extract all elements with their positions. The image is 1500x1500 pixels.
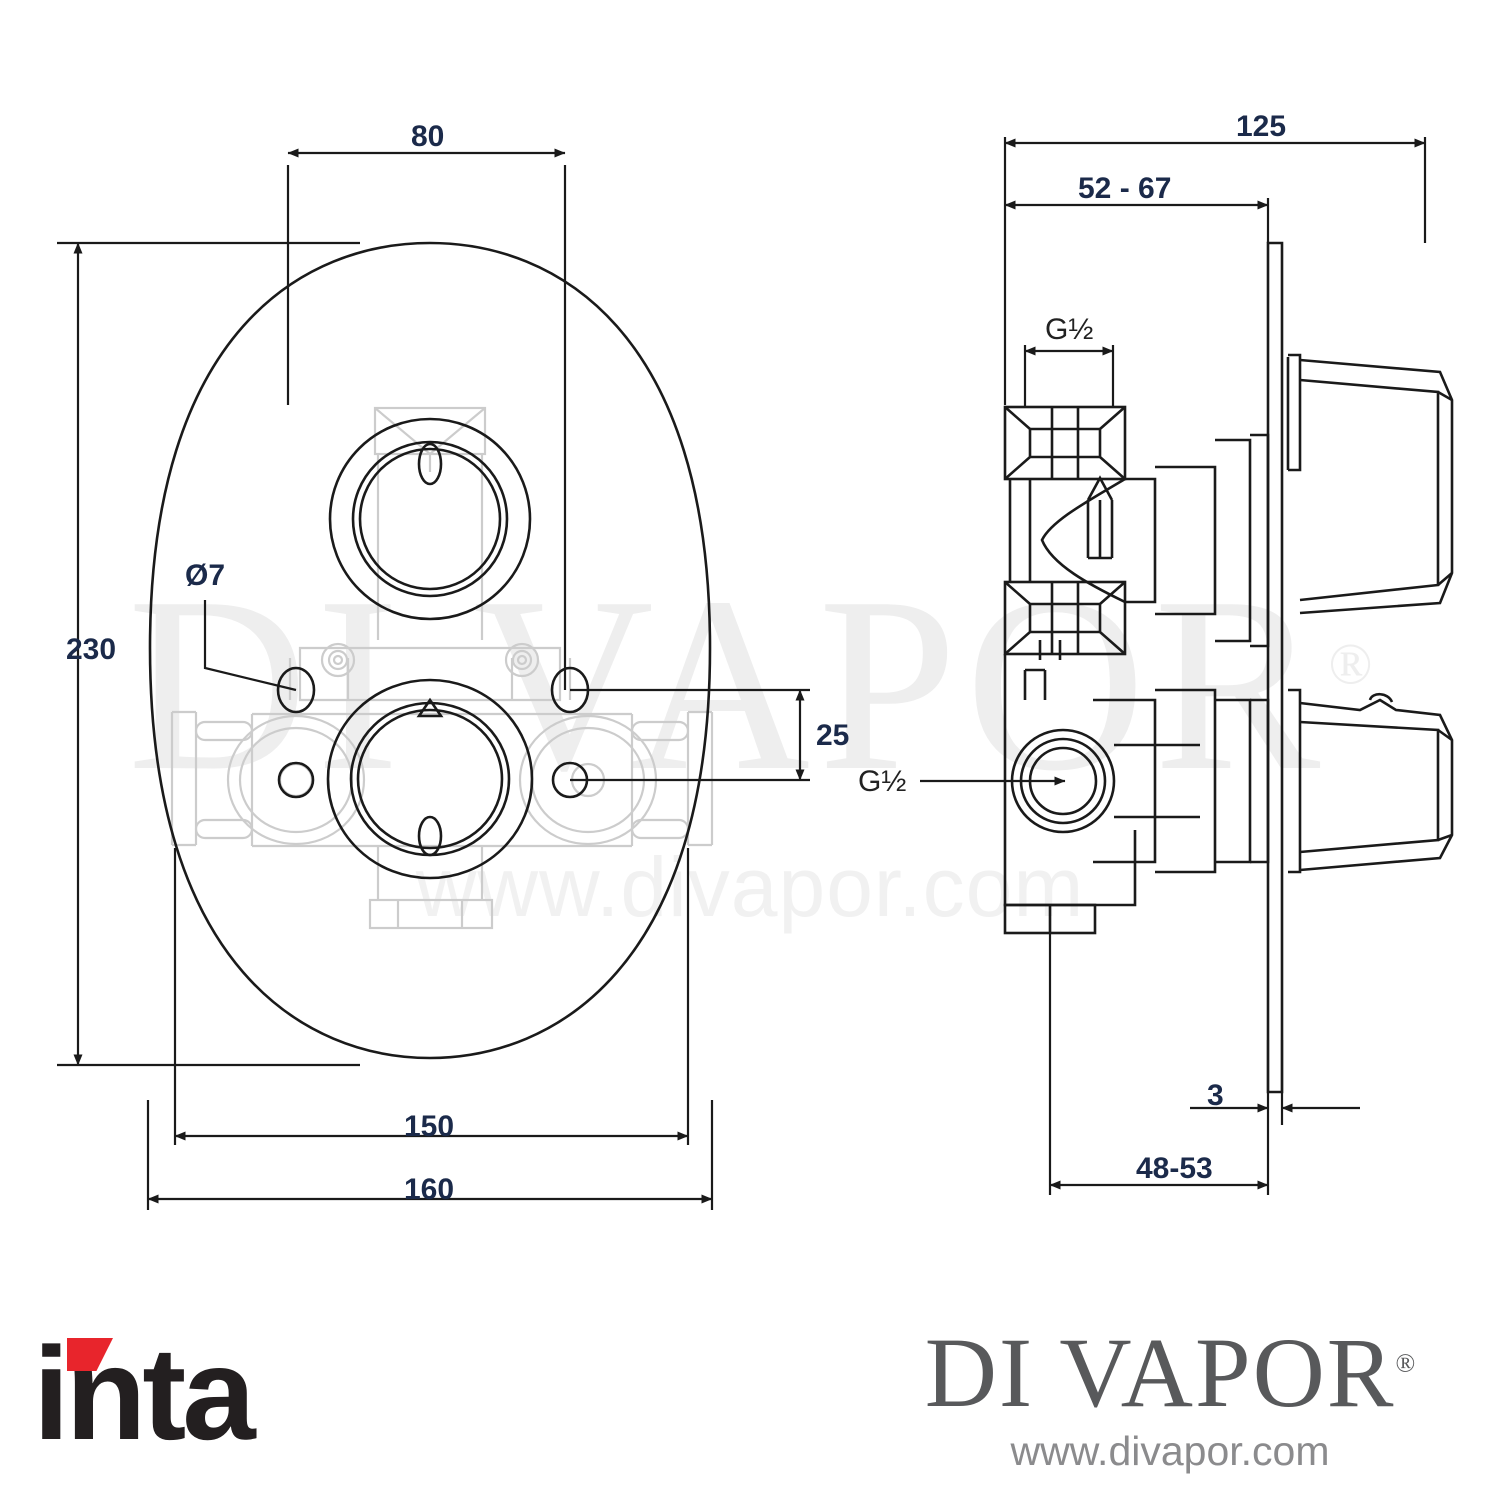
inta-wordmark: inta [33, 1320, 256, 1467]
dimension-3: 3 [1207, 1079, 1224, 1112]
divapor-logo: DI VAPOR® www.divapor.com [865, 1320, 1475, 1480]
side-faceplate [1266, 241, 1284, 1094]
faceplate-outline [148, 241, 712, 1060]
side-lower-valve-body [1003, 654, 1270, 935]
side-lower-handle [1288, 688, 1454, 874]
divapor-wordmark: DI VAPOR® [924, 1317, 1416, 1428]
dimension-g-half-top: G½ [1045, 313, 1094, 346]
fixing-holes [276, 666, 590, 799]
side-view-dimension-lines [920, 137, 1427, 1195]
dimension-48-53: 48-53 [1136, 1152, 1213, 1185]
divapor-url: www.divapor.com [1010, 1428, 1330, 1474]
side-lower-inlet [1003, 580, 1127, 656]
dimension-80: 80 [411, 120, 445, 153]
dimension-52-67: 52 - 67 [1078, 172, 1172, 205]
flow-arrow-up [1086, 475, 1114, 560]
dimension-230: 230 [66, 633, 117, 666]
upper-control-knob [328, 417, 532, 621]
dimension-125: 125 [1236, 110, 1287, 143]
inta-logo: inta [33, 1318, 403, 1467]
front-view-dimension-lines [57, 148, 810, 1210]
callout-g-half: G½ [858, 765, 907, 798]
dimension-160: 160 [404, 1173, 455, 1206]
dimension-150: 150 [404, 1110, 455, 1143]
callout-diameter-7: Ø7 [185, 559, 226, 592]
side-upper-handle [1286, 353, 1454, 615]
lower-control-knob [326, 678, 534, 880]
dimension-25: 25 [816, 719, 850, 752]
side-upper-valve-body [1040, 433, 1270, 648]
side-upper-inlet [1003, 405, 1127, 481]
ghost-valve-body [170, 406, 714, 930]
